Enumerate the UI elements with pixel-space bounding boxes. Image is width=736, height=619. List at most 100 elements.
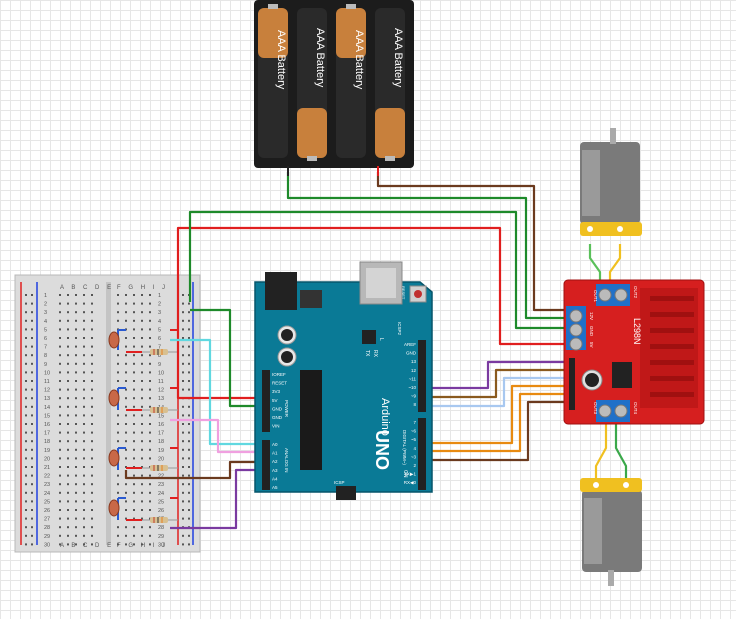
arduino-pin-label: AREF <box>404 342 416 347</box>
arduino-pin-label: ~9 <box>411 394 417 399</box>
bb-row-number: 2 <box>44 302 47 308</box>
arduino-pin-label: 8 <box>413 402 416 407</box>
bb-row-number: 24 <box>158 491 164 497</box>
bb-row-number: 30 <box>44 542 50 548</box>
ldr-4 <box>108 498 120 520</box>
bb-row-number: 23 <box>44 482 50 488</box>
resistor-4 <box>140 517 178 523</box>
arduino-pin-label: 3V3 <box>272 389 281 394</box>
bb-row-number: 9 <box>44 362 47 368</box>
driver-5v: 5V <box>589 342 594 348</box>
bb-row-number: 17 <box>158 431 164 437</box>
bb-row-number: 11 <box>44 379 50 385</box>
ldr-1 <box>108 330 120 350</box>
heatsink-fin <box>650 360 694 365</box>
arduino-pin-label: TX▶1 <box>404 472 416 477</box>
battery-cell: AAA Battery <box>336 4 366 158</box>
arduino-pin-label: 4 <box>413 446 416 451</box>
bb-row-number: 17 <box>44 431 50 437</box>
wire-orange-in1 <box>425 384 572 445</box>
motor-top <box>580 128 642 236</box>
arduino-pin-label: A4 <box>272 476 278 481</box>
arduino-l-label: L <box>378 338 384 341</box>
power-jack <box>265 272 297 310</box>
bb-row-number: 15 <box>44 413 50 419</box>
battery-cell-label: AAA Battery <box>275 30 287 90</box>
bb-row-number: 20 <box>158 456 164 462</box>
driver-chip-label: L298N <box>632 318 642 345</box>
ldr-3 <box>108 448 120 470</box>
arduino-tx-label: TX <box>364 350 370 357</box>
wire-purple-in <box>425 360 572 390</box>
bb-row-number: 6 <box>158 336 161 342</box>
arduino-pin-label: IOREF <box>272 372 286 377</box>
arduino-pin-label: GND <box>272 415 283 420</box>
atmega-chip <box>300 370 322 470</box>
bb-row-number: 12 <box>158 388 164 394</box>
ldr-sensors <box>108 330 120 520</box>
wire-pink-a1 <box>170 418 265 454</box>
bb-row-number: 9 <box>158 362 161 368</box>
bb-row-number: 21 <box>44 465 50 471</box>
bb-row-number: 7 <box>44 345 47 351</box>
bb-row-number: 6 <box>44 336 47 342</box>
bb-row-number: 16 <box>158 422 164 428</box>
arduino-pin-label: A3 <box>272 468 278 473</box>
bb-row-number: 27 <box>44 517 50 523</box>
wire-green-gnd-2 <box>190 308 265 408</box>
driver-out3: OUT3 <box>593 402 598 414</box>
arduino-on-label: ON <box>402 470 408 478</box>
bb-row-number: 20 <box>44 456 50 462</box>
arduino-pin-label: GND <box>272 406 283 411</box>
heatsink-fin <box>650 376 694 381</box>
bb-row-number: 26 <box>44 508 50 514</box>
arduino-pin-label: 2 <box>413 463 416 468</box>
arduino-brand: Arduino <box>379 398 391 436</box>
bb-row-number: 23 <box>158 482 164 488</box>
bb-row-number: 4 <box>158 319 161 325</box>
arduino-board: IOREFRESET3V35VGNDGNDVINA0A1A2A3A4A5AREF… <box>254 261 433 500</box>
wire-motor2-yellow <box>594 424 608 482</box>
arduino-pin-label: ~11 <box>409 376 417 381</box>
arduino-icsp-label: ICSP <box>334 480 345 485</box>
arduino-pin-label: ~10 <box>408 385 416 390</box>
wire-brown-in <box>425 368 572 399</box>
bb-row-number: 14 <box>44 405 50 411</box>
arduino-pin-label: A0 <box>272 442 278 447</box>
battery-cell-label: AAA Battery <box>392 28 404 88</box>
bb-letters-top-left: A B C D E <box>60 285 114 291</box>
bb-row-number: 16 <box>44 422 50 428</box>
resistors <box>140 349 178 523</box>
battery-cell-label: AAA Battery <box>353 30 365 90</box>
bb-row-number: 18 <box>44 439 50 445</box>
resistor-1 <box>140 349 178 355</box>
driver-out2: OUT2 <box>633 286 638 298</box>
arduino-pin-label: A1 <box>272 451 278 456</box>
wire-green-gnd-1 <box>188 210 572 330</box>
arduino-pin-label: ~6 <box>411 429 417 434</box>
bb-row-number: 5 <box>44 327 47 333</box>
bb-row-number: 22 <box>158 474 164 480</box>
bb-row-number: 4 <box>44 319 47 325</box>
bb-row-number: 12 <box>44 388 50 394</box>
wire-cyan-a0 <box>170 338 265 446</box>
arduino-pin-label: RX◀0 <box>404 480 417 485</box>
motor-bottom <box>580 478 642 586</box>
bb-row-number: 19 <box>44 448 50 454</box>
arduino-analog-label: ANALOG IN <box>284 448 289 473</box>
arduino-pin-label: A2 <box>272 459 278 464</box>
wire-brown-a2 <box>124 460 265 480</box>
heatsink-fin <box>650 312 694 317</box>
bb-row-number: 15 <box>158 413 164 419</box>
ldr-2 <box>108 388 120 410</box>
bb-jumpers <box>118 329 178 521</box>
wire-orange-in2 <box>425 392 572 453</box>
bb-row-number: 25 <box>44 499 50 505</box>
wire-brown-en <box>425 400 572 462</box>
arduino-pin-label: VIN <box>272 424 280 429</box>
bb-row-number: 26 <box>158 508 164 514</box>
driver-gnd: GND <box>589 326 594 337</box>
arduino-icsp2-label: ICSP2 <box>397 322 402 336</box>
arduino-pin-label: 5V <box>272 398 278 403</box>
battery-cell: AAA Battery <box>375 8 405 161</box>
